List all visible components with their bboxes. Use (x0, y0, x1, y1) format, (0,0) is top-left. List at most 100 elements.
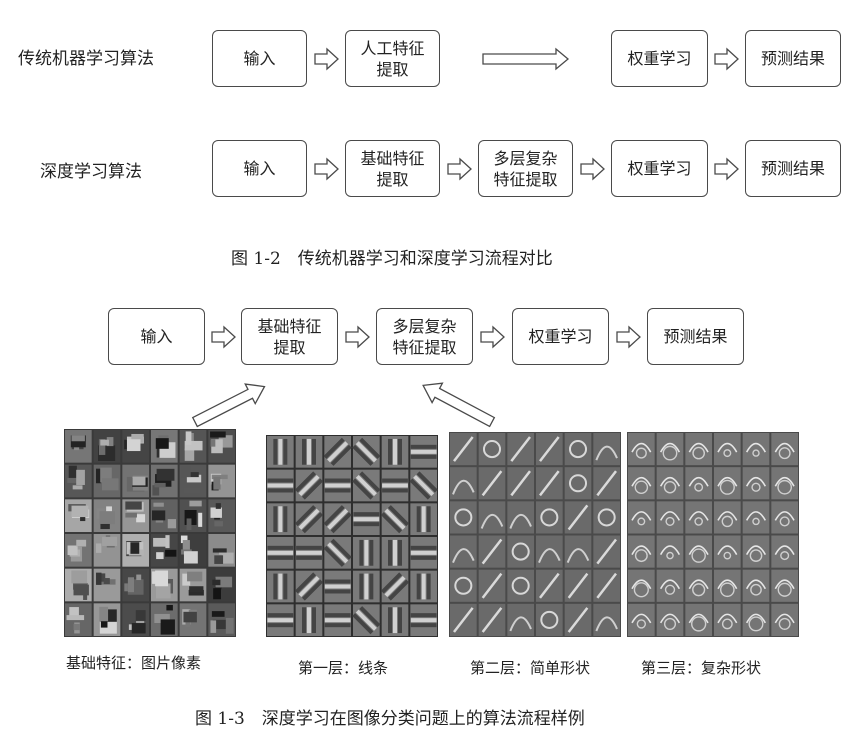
grid-cell (122, 430, 149, 463)
grid-cell (179, 430, 207, 463)
grid-cell (294, 570, 324, 603)
grid-cell (295, 604, 323, 636)
grid-cell (151, 603, 178, 636)
hollow-arrow-icon (616, 325, 641, 349)
hollow-arrow-icon (580, 157, 605, 181)
box-label: 输入 (140, 327, 173, 346)
grid-cell (742, 603, 770, 636)
grid-cell (410, 570, 437, 603)
grid-cell (410, 537, 437, 569)
grid-cell (742, 501, 770, 534)
grid-cell (593, 603, 620, 636)
grid-cell (714, 569, 741, 602)
grid-cell (628, 603, 655, 636)
grid-cell (179, 534, 207, 567)
grid-cell (536, 603, 563, 636)
grid-cell (564, 569, 592, 602)
box-multi-feature: 多层复杂 特征提取 (376, 308, 473, 365)
grid-cell (771, 603, 798, 636)
box-manual-feature: 人工特征 提取 (345, 30, 440, 87)
grid-cell (353, 503, 380, 535)
pixel-image-grid (64, 429, 236, 637)
grid-cell (536, 535, 563, 568)
grid-cell (65, 534, 92, 567)
grid-cell (93, 568, 121, 602)
grid-cell (65, 568, 92, 602)
grid-cell (352, 604, 381, 636)
row-label-deep: 深度学习算法 (40, 162, 142, 182)
grid-cell (536, 433, 563, 466)
figure-caption-1-2: 图 1-2 传统机器学习和深度学习流程对比 (231, 249, 553, 269)
grid-cell (593, 569, 620, 602)
grid-cell (536, 569, 563, 602)
grid-cell (122, 499, 149, 532)
grid-cell (65, 499, 92, 532)
diagonal-hollow-arrow-icon (422, 382, 496, 428)
grid-cell (507, 467, 534, 500)
grid-cell (478, 433, 506, 466)
box-multi-feature: 多层复杂 特征提取 (478, 140, 573, 197)
grid-cell (151, 499, 178, 532)
grid-cell (593, 501, 620, 534)
grid-cell (742, 535, 770, 568)
grid-cell (381, 436, 409, 468)
grid-cell (208, 534, 235, 567)
grid-cell (267, 436, 294, 468)
box-label: 人工特征 提取 (360, 38, 425, 79)
grid-cell (507, 603, 534, 636)
grid-cell (267, 503, 294, 535)
grid-cell (507, 433, 534, 466)
long-hollow-arrow-icon (482, 47, 570, 71)
box-label: 输入 (243, 49, 276, 68)
grid-cell (352, 436, 381, 468)
grid-cell (742, 569, 770, 602)
grid-cell (208, 430, 235, 463)
grid-cell (656, 501, 684, 534)
grid-cell (324, 469, 351, 502)
box-input: 输入 (108, 308, 205, 365)
grid-cell (352, 469, 381, 502)
grid-cell (450, 535, 477, 568)
grid-cell (93, 464, 121, 498)
figure-caption-1-3: 图 1-3 深度学习在图像分类问题上的算法流程样例 (195, 709, 585, 729)
grid-cell (771, 467, 798, 500)
grid-cell (593, 433, 620, 466)
grid-cell (324, 604, 351, 636)
grid-cell (295, 537, 323, 569)
grid-cell (771, 569, 798, 602)
box-prediction-result: 预测结果 (647, 308, 744, 365)
grid-cell (714, 501, 741, 534)
box-label: 预测结果 (760, 159, 825, 178)
box-input: 输入 (212, 140, 307, 197)
box-weight-learning: 权重学习 (611, 30, 708, 87)
grid-cell (450, 501, 477, 534)
grid-cell (450, 569, 477, 602)
grid-cell (295, 436, 323, 468)
hollow-arrow-icon (480, 325, 505, 349)
grid-cell (294, 503, 324, 535)
grid-cell (267, 570, 294, 603)
grid-cell (93, 499, 121, 532)
grid-cell (122, 534, 149, 567)
grid-cell (267, 537, 294, 569)
grid-cell (478, 535, 506, 568)
box-label: 预测结果 (760, 49, 825, 68)
grid-cell (742, 433, 770, 466)
grid-cell (628, 569, 655, 602)
grid-cell (267, 604, 294, 636)
grid-cell (122, 464, 149, 498)
grid-cell (122, 568, 149, 602)
row-label-traditional: 传统机器学习算法 (18, 49, 154, 69)
grid-cell (507, 569, 534, 602)
grid-cell (151, 430, 178, 463)
grid-cell (478, 467, 506, 500)
grid-cell (771, 501, 798, 534)
box-weight-learning: 权重学习 (512, 308, 609, 365)
grid-cell (685, 433, 712, 466)
grid-cell (409, 469, 438, 502)
grid-cell (65, 430, 92, 463)
grid-cell (656, 569, 684, 602)
grid-cell (628, 501, 655, 534)
grid-cell (685, 467, 712, 500)
grid-cell (593, 535, 620, 568)
